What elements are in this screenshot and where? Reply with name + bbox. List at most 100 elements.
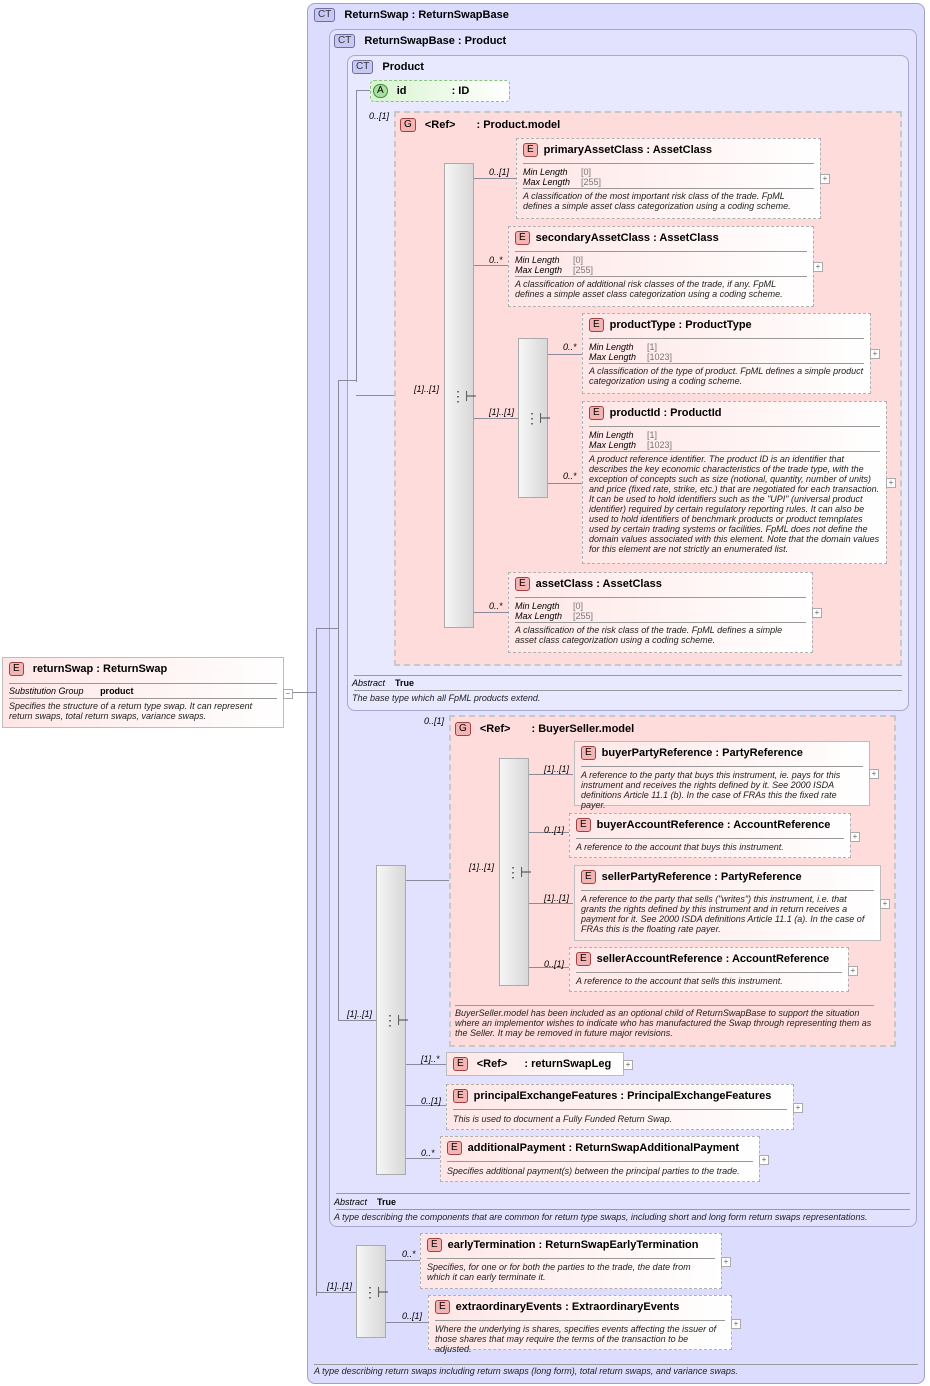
element-title: productId : ProductId	[609, 407, 722, 419]
element-doc: A classification of the most important r…	[523, 191, 791, 211]
element-doc: This is used to document a Fully Funded …	[453, 1114, 673, 1124]
element-badge: E	[576, 952, 591, 966]
element-badge: E	[589, 406, 604, 420]
plus-icon[interactable]: +	[848, 966, 858, 976]
sequence-product[interactable]: ⋮⊢	[444, 163, 478, 628]
card-additional: 0..*	[421, 1148, 435, 1158]
plus-icon[interactable]: +	[759, 1155, 769, 1165]
element-title: extraordinaryEvents : ExtraordinaryEvent…	[455, 1301, 680, 1313]
element-doc: A classification of the type of product.…	[589, 366, 864, 386]
ct-header: CT ReturnSwap : ReturnSwapBase	[314, 8, 509, 22]
facet-min: Min Length[1]	[589, 430, 658, 440]
element-returnswapleg[interactable]: E <Ref> : returnSwapLeg +	[446, 1052, 633, 1076]
element-title: buyerPartyReference : PartyReference	[601, 747, 803, 759]
plus-icon[interactable]: +	[812, 608, 822, 618]
card-sellerparty: [1]..[1]	[544, 893, 570, 903]
element-doc: A reference to the account that sells th…	[576, 976, 783, 986]
attribute-type: : ID	[451, 85, 470, 97]
element-title: buyerAccountReference : AccountReference	[596, 819, 831, 831]
plus-icon[interactable]: +	[721, 1257, 731, 1267]
plus-icon[interactable]: +	[880, 899, 890, 909]
minus-icon[interactable]: −	[283, 689, 293, 699]
card-secondary: 0..*	[489, 255, 503, 265]
plus-icon[interactable]: +	[850, 832, 860, 842]
element-doc: A product reference identifier. The prod…	[589, 454, 880, 554]
card-buyerparty: [1]..[1]	[544, 764, 570, 774]
element-badge: E	[427, 1238, 442, 1252]
card-rsseq: [1]..[1]	[327, 1281, 353, 1291]
sequence-returnswap[interactable]: ⋮⊢	[356, 1245, 389, 1338]
ct-header: CT ReturnSwapBase : Product	[334, 34, 506, 48]
sequence-returnswapbase[interactable]: ⋮⊢	[376, 865, 410, 1175]
card-producttype: 0..*	[563, 342, 577, 352]
sequence-product-choice[interactable]: ⋮⊢	[518, 338, 552, 498]
sequence-icon: ⋮⊢	[383, 1012, 410, 1028]
card-rsbseq: [1]..[1]	[347, 1009, 373, 1019]
plus-icon[interactable]: +	[820, 174, 830, 184]
element-title: assetClass : AssetClass	[535, 578, 662, 590]
sequence-buyerseller[interactable]: ⋮⊢	[499, 758, 532, 986]
group-ref: <Ref>	[424, 119, 456, 131]
element-ref: <Ref>	[476, 1058, 508, 1070]
facet-max: Max Length[255]	[523, 177, 602, 187]
element-doc: A reference to the party that buys this …	[581, 770, 841, 810]
card-productid: 0..*	[563, 471, 577, 481]
plus-icon[interactable]: +	[869, 769, 879, 779]
element-badge: E	[515, 231, 530, 245]
ct-badge: CT	[314, 8, 336, 22]
card-early: 0..*	[402, 1249, 416, 1259]
plus-icon[interactable]: +	[731, 1319, 741, 1329]
element-badge: E	[589, 318, 604, 332]
group-badge: G	[400, 118, 416, 132]
facet-min: Min Length[0]	[523, 167, 592, 177]
element-badge: E	[453, 1089, 468, 1103]
sequence-icon: ⋮⊢	[451, 387, 478, 404]
facet-max: Max Length[255]	[515, 611, 594, 621]
attribute-id[interactable]: A id : ID	[370, 80, 510, 102]
element-doc: Specifies additional payment(s) between …	[447, 1166, 740, 1176]
rsb-doc: A type describing the components that ar…	[334, 1212, 868, 1222]
group-ref: <Ref>	[479, 723, 511, 735]
facet-max: Max Length[1023]	[589, 352, 673, 362]
plus-icon[interactable]: +	[813, 262, 823, 272]
facet-min: Min Length[1]	[589, 342, 658, 352]
element-returnswap[interactable]: E returnSwap : ReturnSwap Substitution G…	[2, 657, 293, 728]
plus-icon[interactable]: +	[623, 1060, 633, 1070]
sequence-icon: ⋮⊢	[525, 410, 552, 426]
attribute-name: id	[396, 85, 407, 97]
element-title: returnSwap : ReturnSwap	[32, 663, 168, 675]
element-badge: E	[447, 1141, 462, 1155]
substitution-group: Substitution Group product	[9, 686, 134, 696]
plus-icon[interactable]: +	[793, 1103, 803, 1113]
card-principal: 0..[1]	[421, 1096, 442, 1106]
element-title: additionalPayment : ReturnSwapAdditional…	[467, 1142, 740, 1154]
element-badge: E	[581, 870, 596, 884]
ct-title: Product	[382, 61, 424, 73]
element-doc: A reference to the party that sells ("wr…	[581, 894, 865, 934]
card-bsgroup: 0..[1]	[424, 716, 445, 726]
group-type: : BuyerSeller.model	[531, 723, 635, 735]
card-leg: [1]..*	[421, 1054, 440, 1064]
element-title: earlyTermination : ReturnSwapEarlyTermin…	[447, 1239, 699, 1251]
plus-icon[interactable]: +	[870, 349, 880, 359]
element-type: : returnSwapLeg	[524, 1058, 612, 1070]
element-doc: Specifies, for one or for both the parti…	[427, 1262, 691, 1282]
facet-max: Max Length[255]	[515, 265, 594, 275]
element-title: sellerAccountReference : AccountReferenc…	[596, 953, 830, 965]
plus-icon[interactable]: +	[886, 478, 896, 488]
element-doc: Specifies the structure of a return type…	[9, 701, 253, 721]
